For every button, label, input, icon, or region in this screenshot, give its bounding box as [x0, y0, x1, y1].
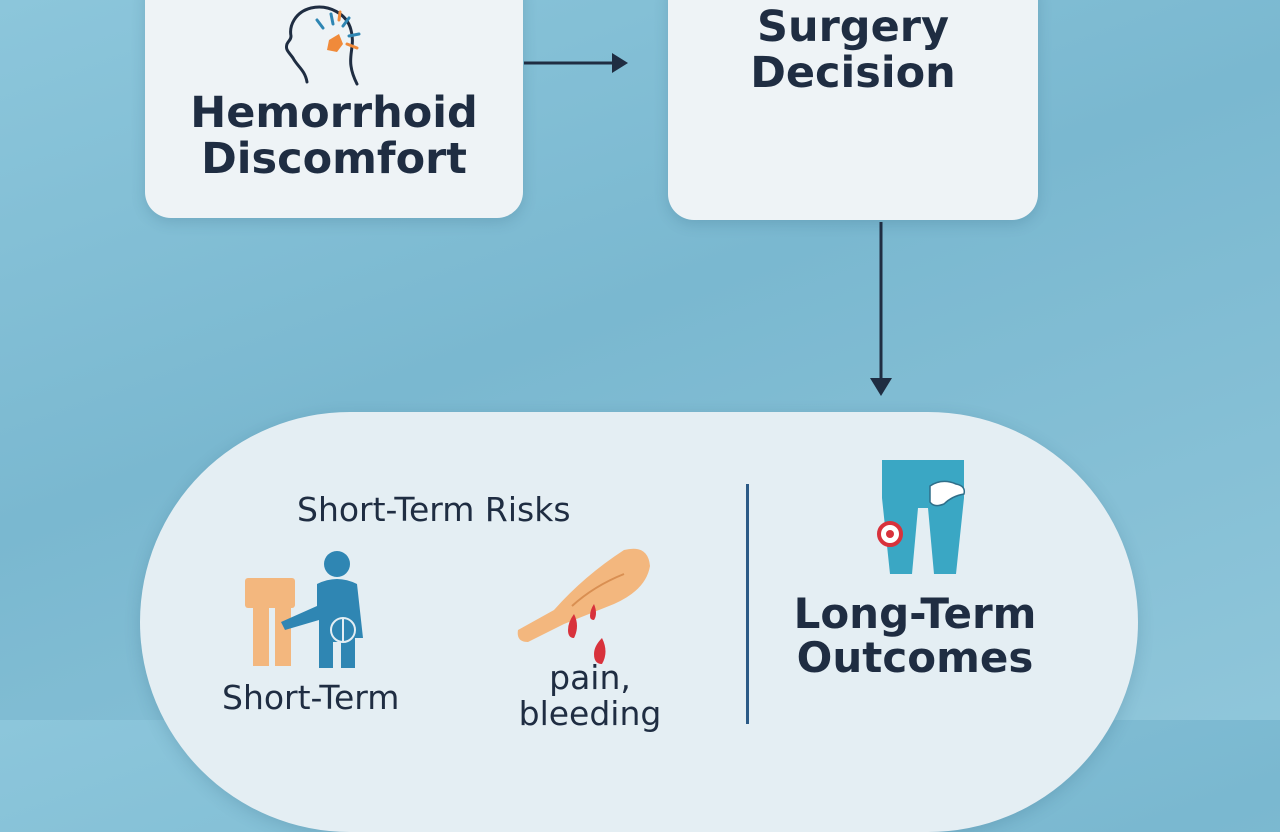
- leg-pain-icon: [877, 460, 966, 574]
- discomfort-card: Hemorrhoid Discomfort: [145, 0, 523, 218]
- arrow-right-connector: [524, 53, 628, 73]
- pain-bleeding-caption: pain, bleeding: [518, 658, 662, 733]
- head-pain-icon: [285, 5, 361, 86]
- person-exam-icon: [245, 551, 363, 668]
- surgery-title: Surgery Decision: [750, 2, 956, 98]
- bleeding-hand-icon: [517, 548, 650, 664]
- long-term-outcomes-title: Long-Term Outcomes: [793, 589, 1037, 682]
- panel-divider: [746, 484, 749, 724]
- short-term-caption: Short-Term: [222, 678, 400, 717]
- short-term-risks-heading: Short-Term Risks: [297, 490, 571, 529]
- discomfort-title: Hemorrhoid Discomfort: [190, 88, 478, 184]
- surgery-card: Surgery Decision: [668, 0, 1038, 220]
- arrow-down-connector: [870, 222, 892, 396]
